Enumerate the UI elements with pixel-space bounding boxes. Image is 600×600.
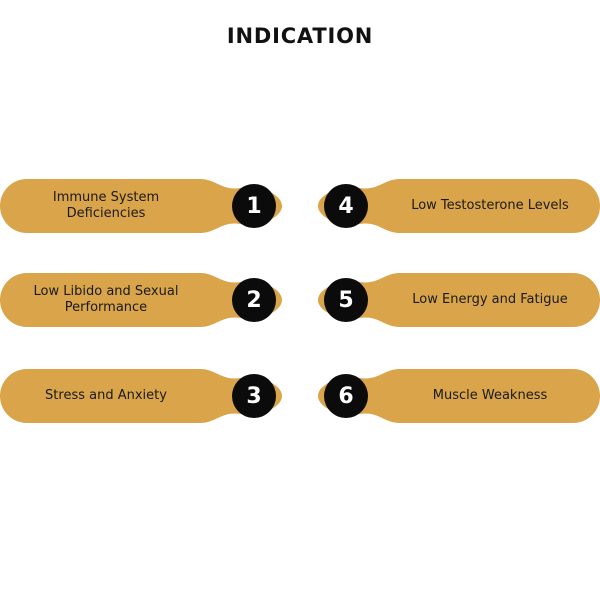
pill-shape bbox=[0, 179, 282, 233]
label-line-1: Immune System bbox=[52, 190, 160, 205]
pill-shape bbox=[0, 369, 282, 423]
pill-shape bbox=[318, 369, 600, 423]
number-badge: 1 bbox=[246, 193, 262, 219]
number-badge: 2 bbox=[246, 287, 262, 313]
indication-label: Low Energy and Fatigue bbox=[412, 292, 568, 307]
page-title: INDICATION bbox=[226, 24, 374, 48]
indication-item-3: Stress and Anxiety 3 bbox=[0, 369, 285, 423]
label-line-2: Performance bbox=[64, 300, 148, 315]
indication-label: Muscle Weakness bbox=[432, 388, 548, 403]
pill-shape bbox=[318, 179, 600, 233]
indication-item-4: Low Testosterone Levels 4 bbox=[315, 179, 600, 233]
label-line-1: Low Libido and Sexual bbox=[33, 284, 179, 299]
pill-shape bbox=[318, 273, 600, 327]
number-badge: 5 bbox=[338, 287, 354, 313]
indication-label: Low Testosterone Levels bbox=[411, 198, 569, 213]
label-line-2: Deficiencies bbox=[66, 206, 146, 221]
indication-label: Stress and Anxiety bbox=[45, 388, 167, 403]
indication-item-5: Low Energy and Fatigue 5 bbox=[315, 273, 600, 327]
pill-shape bbox=[0, 273, 282, 327]
number-badge: 4 bbox=[338, 193, 354, 219]
indication-item-6: Muscle Weakness 6 bbox=[315, 369, 600, 423]
number-badge: 6 bbox=[338, 383, 354, 409]
number-badge: 3 bbox=[246, 383, 262, 409]
